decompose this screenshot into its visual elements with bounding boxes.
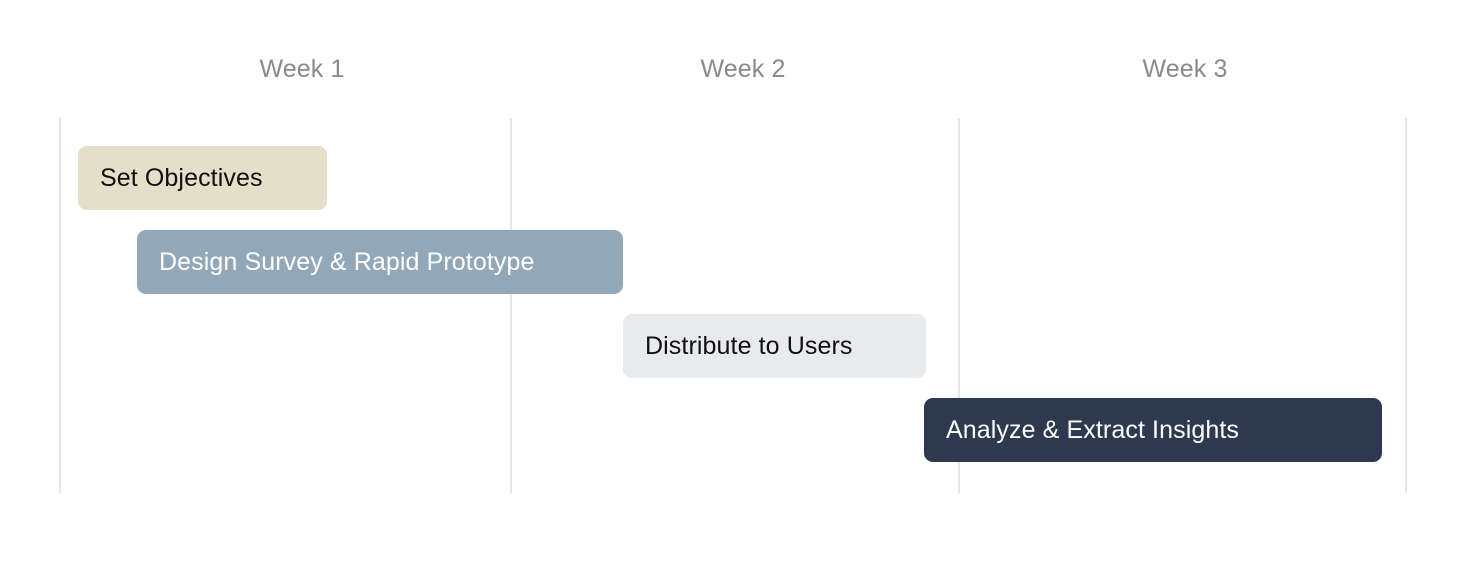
task-bar[interactable]: Analyze & Extract Insights — [924, 398, 1382, 462]
timeline-axis-header: Week 1 Week 2 Week 3 — [0, 48, 1468, 90]
axis-tick-label-week-2: Week 2 — [700, 55, 786, 83]
axis-tick-label-week-3: Week 3 — [1142, 55, 1228, 83]
gridline-0 — [59, 118, 61, 493]
gridline-3 — [1405, 118, 1407, 493]
gridline-2 — [958, 118, 960, 493]
task-bar-label: Analyze & Extract Insights — [946, 415, 1240, 444]
task-bar[interactable]: Design Survey & Rapid Prototype — [137, 230, 623, 294]
task-bar-label: Set Objectives — [100, 163, 263, 192]
gridline-1 — [510, 118, 512, 493]
task-bar[interactable]: Distribute to Users — [623, 314, 926, 378]
task-bar[interactable]: Set Objectives — [78, 146, 327, 210]
axis-tick-label-week-1: Week 1 — [259, 55, 345, 83]
task-bar-label: Distribute to Users — [645, 331, 853, 360]
task-bar-label: Design Survey & Rapid Prototype — [159, 247, 535, 276]
